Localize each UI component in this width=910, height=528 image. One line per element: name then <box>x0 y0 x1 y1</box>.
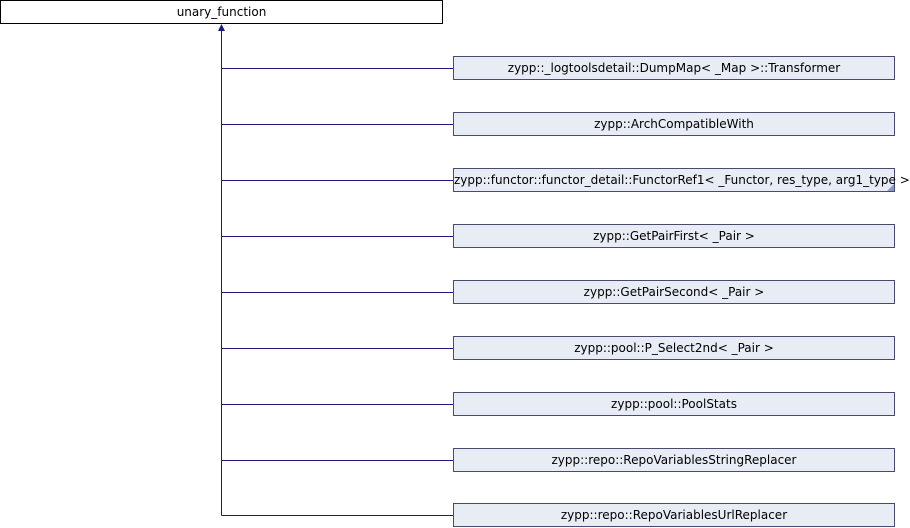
class-node-repovariablesurlreplacer[interactable]: zypp::repo::RepoVariablesUrlReplacer <box>453 503 895 527</box>
class-node-poolstats[interactable]: zypp::pool::PoolStats <box>453 392 895 416</box>
class-node-getpairfirst[interactable]: zypp::GetPairFirst< _Pair > <box>453 224 895 248</box>
class-node-functorref1[interactable]: zypp::functor::functor_detail::FunctorRe… <box>453 168 910 192</box>
class-node-label: zypp::GetPairFirst< _Pair > <box>593 229 755 243</box>
class-node-archcompatiblewith[interactable]: zypp::ArchCompatibleWith <box>453 112 895 136</box>
class-node-label: zypp::repo::RepoVariablesUrlReplacer <box>560 508 788 522</box>
class-node-p-select2nd[interactable]: zypp::pool::P_Select2nd< _Pair > <box>453 336 895 360</box>
class-node-label: zypp::pool::PoolStats <box>611 397 737 411</box>
class-node-label: zypp::_logtoolsdetail::DumpMap< _Map >::… <box>507 61 841 75</box>
class-node-label: zypp::GetPairSecond< _Pair > <box>583 285 765 299</box>
inheritance-arrowhead-icon <box>218 24 225 31</box>
class-node-label: zypp::repo::RepoVariablesStringReplacer <box>551 453 797 467</box>
class-node-label: zypp::pool::P_Select2nd< _Pair > <box>574 341 774 355</box>
class-node-getpairsecond[interactable]: zypp::GetPairSecond< _Pair > <box>453 280 895 304</box>
class-node-dumpmap-transformer[interactable]: zypp::_logtoolsdetail::DumpMap< _Map >::… <box>453 56 895 80</box>
root-class-node: unary_function <box>0 0 443 24</box>
class-node-repovariablesstringreplacer[interactable]: zypp::repo::RepoVariablesStringReplacer <box>453 448 895 472</box>
root-class-label: unary_function <box>176 5 267 19</box>
class-node-label: zypp::functor::functor_detail::FunctorRe… <box>454 173 910 187</box>
class-node-label: zypp::ArchCompatibleWith <box>594 117 754 131</box>
